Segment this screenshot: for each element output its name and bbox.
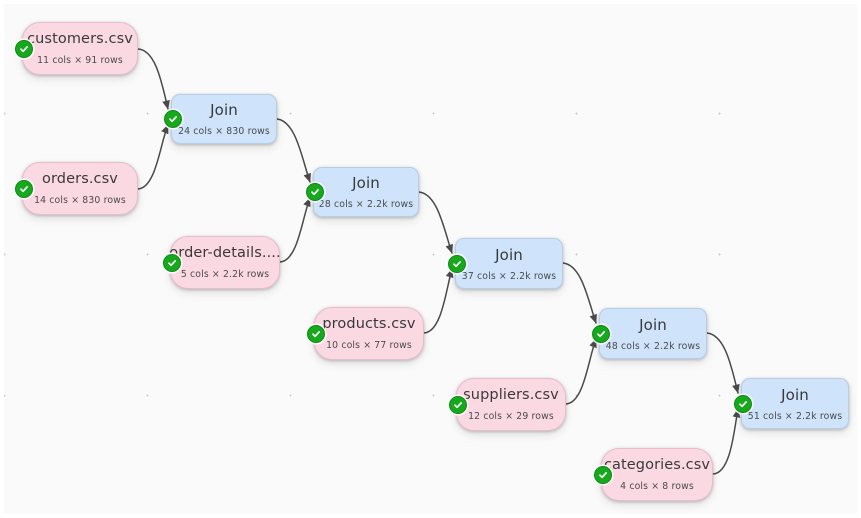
flow-node-orders[interactable]: orders.csv 14 cols × 830 rows <box>15 162 138 215</box>
check-circle-icon <box>15 179 33 198</box>
node-title: Join <box>639 315 667 334</box>
flow-node-categories[interactable]: categories.csv 4 cols × 8 rows <box>594 448 713 501</box>
edge-layer <box>137 48 741 475</box>
node-meta: 5 cols × 2.2k rows <box>180 269 270 280</box>
flow-edge[interactable] <box>712 408 741 475</box>
flow-edge[interactable] <box>562 262 597 324</box>
check-circle-icon <box>592 324 610 343</box>
flow-node-customers[interactable]: customers.csv 11 cols × 91 rows <box>15 22 138 75</box>
check-circle-icon <box>594 465 612 484</box>
node-title: suppliers.csv <box>463 387 559 403</box>
check-circle-icon <box>449 395 467 414</box>
node-meta: 48 cols × 2.2k rows <box>605 340 701 352</box>
flow-node-join-28[interactable]: Join 28 cols × 2.2k rows <box>306 167 419 217</box>
flow-edge[interactable] <box>418 191 453 254</box>
check-circle-icon <box>306 183 324 201</box>
flow-edge[interactable] <box>137 124 169 190</box>
node-title: order-details.... <box>169 245 281 261</box>
flow-node-order-details[interactable]: order-details.... 5 cols × 2.2k rows <box>163 236 281 289</box>
flow-node-join-48[interactable]: Join 48 cols × 2.2k rows <box>592 308 707 359</box>
flow-edge[interactable] <box>706 332 740 394</box>
flow-node-join-24[interactable]: Join 24 cols × 830 rows <box>164 94 277 144</box>
node-meta: 24 cols × 830 rows <box>178 126 270 137</box>
node-title: Join <box>495 245 523 264</box>
node-title: Join <box>352 174 380 192</box>
node-meta: 37 cols × 2.2k rows <box>461 270 557 282</box>
flow-edge[interactable] <box>565 338 597 405</box>
node-meta: 11 cols × 91 rows <box>37 55 123 66</box>
node-meta: 51 cols × 2.2k rows <box>747 410 843 422</box>
flow-node-products[interactable]: products.csv 10 cols × 77 rows <box>307 307 424 360</box>
flow-edge[interactable] <box>276 118 311 183</box>
node-title: Join <box>781 385 809 404</box>
check-circle-icon <box>163 253 181 272</box>
node-title: Join <box>210 101 238 119</box>
flow-node-join-37[interactable]: Join 37 cols × 2.2k rows <box>448 238 563 289</box>
node-meta: 12 cols × 29 rows <box>468 411 554 422</box>
check-circle-icon <box>164 110 182 128</box>
flow-canvas[interactable]: customers.csv 11 cols × 91 rows orders.csv… <box>4 4 857 514</box>
check-circle-icon <box>307 324 325 343</box>
node-title: customers.csv <box>27 31 133 47</box>
check-circle-icon <box>734 394 752 413</box>
node-meta: 14 cols × 830 rows <box>34 195 126 206</box>
node-meta: 28 cols × 2.2k rows <box>318 199 414 210</box>
node-meta: 10 cols × 77 rows <box>326 340 412 351</box>
flow-node-suppliers[interactable]: suppliers.csv 12 cols × 29 rows <box>449 378 566 431</box>
check-circle-icon <box>448 254 466 273</box>
flow-edge[interactable] <box>423 268 454 334</box>
check-circle-icon <box>15 39 33 58</box>
node-title: orders.csv <box>42 171 118 187</box>
flow-edge[interactable] <box>137 48 170 110</box>
node-title: categories.csv <box>603 457 711 473</box>
flow-edge[interactable] <box>279 197 311 263</box>
node-meta: 4 cols × 8 rows <box>620 481 694 492</box>
node-title: products.csv <box>322 316 416 332</box>
flow-node-join-51[interactable]: Join 51 cols × 2.2k rows <box>734 378 849 429</box>
